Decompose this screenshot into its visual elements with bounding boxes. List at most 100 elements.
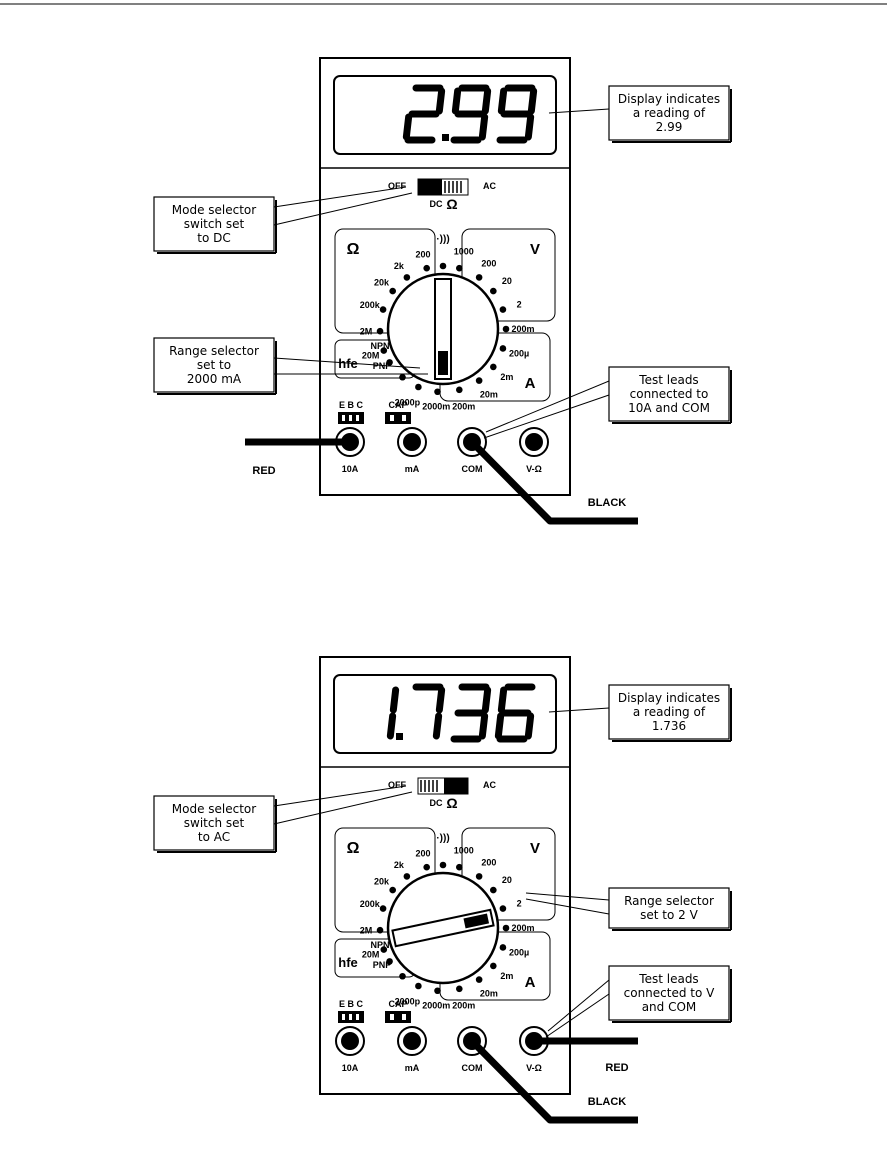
dial-label-ohm-2M: 2M <box>360 327 373 337</box>
socket-pin <box>390 415 394 421</box>
lcd-segment <box>478 712 489 740</box>
lcd-segment <box>432 712 443 740</box>
rotary-pointer[interactable] <box>434 278 452 380</box>
black-lead-label: BLACK <box>588 497 627 509</box>
callout-text: Display indicates <box>618 92 720 106</box>
npn-label: NPN <box>370 940 389 950</box>
dial-label-ohm-200: 200 <box>416 250 431 260</box>
dial-dot-pnp <box>399 972 406 980</box>
dial-label-amp-200µ: 200µ <box>509 948 529 958</box>
dial-dot-npn <box>386 958 393 965</box>
callout-text: Mode selector <box>172 203 257 217</box>
dial-dot-amp <box>475 377 483 384</box>
switch-dc-label: DC <box>430 199 443 209</box>
dial-label-amp-2000m: 2000m <box>422 1001 450 1011</box>
dial-label-amp-2m: 2m <box>500 971 513 981</box>
socket-pin <box>349 1014 352 1020</box>
dial-dot-amp <box>456 985 463 993</box>
callout-text: Test leads <box>638 972 698 986</box>
leader-leads <box>547 979 610 1032</box>
lcd-segment <box>389 686 400 714</box>
callout-box <box>153 196 275 252</box>
dial-dot-volt <box>456 863 463 871</box>
switch-dc-label: DC <box>430 798 443 808</box>
dial-dot-cap <box>415 383 422 391</box>
dial-label-ohm-2M: 2M <box>360 926 373 936</box>
jack-hole <box>525 433 543 451</box>
lcd-segment <box>481 87 492 115</box>
dial-dot-volt <box>475 274 483 281</box>
leader-range <box>525 898 610 915</box>
lcd-segment <box>435 87 446 115</box>
callout-box <box>608 965 730 1021</box>
amp-symbol: A <box>525 375 536 392</box>
callout-text: Test leads <box>638 373 698 387</box>
callout-text: Range selector <box>624 894 714 908</box>
dial-label-ohm-2k: 2k <box>394 261 405 271</box>
leader-leads <box>545 993 610 1038</box>
jack-label-COM: COM <box>462 464 483 474</box>
pnp-label: PNP <box>373 361 392 371</box>
black-lead-wire <box>469 1038 638 1124</box>
dial-dot-amp <box>434 987 441 995</box>
dial-dot-ohm <box>380 946 388 953</box>
socket-pin <box>342 415 345 421</box>
ebc-label: E B C <box>339 400 364 410</box>
ohm-symbol: Ω <box>347 840 360 857</box>
dial-dot-amp <box>456 386 463 394</box>
lcd-segment <box>494 712 505 740</box>
npn-label: NPN <box>370 341 389 351</box>
jack-label-10A: 10A <box>342 1063 359 1073</box>
dial-dot-ohm <box>389 886 396 894</box>
dial-label-amp-200µ: 200µ <box>509 349 529 359</box>
red-lead-label: RED <box>605 1062 628 1074</box>
switch-off-label: OFF <box>388 780 406 790</box>
leader-leads <box>483 394 610 439</box>
cap-socket <box>385 412 411 424</box>
dial-dot-continuity <box>439 262 447 270</box>
callout-box <box>153 337 275 393</box>
leader-display <box>548 108 610 114</box>
callout-text: 1.736 <box>652 719 686 733</box>
callout-box <box>153 795 275 851</box>
dial-dot-cap <box>415 982 422 990</box>
volt-symbol: V <box>530 840 540 857</box>
socket-pin <box>342 1014 345 1020</box>
lcd-segment <box>481 686 492 714</box>
mode-switch-knob[interactable] <box>444 778 468 794</box>
rotary-pointer[interactable] <box>391 908 495 948</box>
switch-off-label: OFF <box>388 181 406 191</box>
leader-mode <box>273 186 407 208</box>
dial-label-volt-20: 20 <box>502 276 512 286</box>
pointer-tip <box>438 351 448 375</box>
dial-label-ohm-200k: 200k <box>360 300 381 310</box>
dial-label-cap-2000p: 2000p <box>395 997 421 1007</box>
mode-switch-knob[interactable] <box>418 179 442 195</box>
dial-label-amp-2000m: 2000m <box>422 402 450 412</box>
pointer-tip <box>463 913 490 929</box>
callout-text: connected to <box>630 387 709 401</box>
cap-label: CAP <box>388 400 407 410</box>
jack-label-mA: mA <box>405 1063 420 1073</box>
dial-label-volt-200: 200 <box>481 258 496 268</box>
lcd-segment <box>435 686 446 714</box>
lcd-segment <box>497 686 508 714</box>
jack-label-V-Ω: V-Ω <box>526 1063 542 1073</box>
dial-dot-amp <box>490 962 497 970</box>
jack-label-mA: mA <box>405 464 420 474</box>
leader-mode <box>273 791 413 825</box>
leader-range <box>273 357 421 369</box>
cap-socket <box>385 1011 411 1023</box>
continuity-symbol: ·))) <box>436 833 449 844</box>
socket-pin <box>402 415 406 421</box>
callout-text: Display indicates <box>618 691 720 705</box>
callout-box <box>608 366 730 422</box>
dial-label-volt-200m: 200m <box>511 324 534 334</box>
socket-pin <box>390 1014 394 1020</box>
